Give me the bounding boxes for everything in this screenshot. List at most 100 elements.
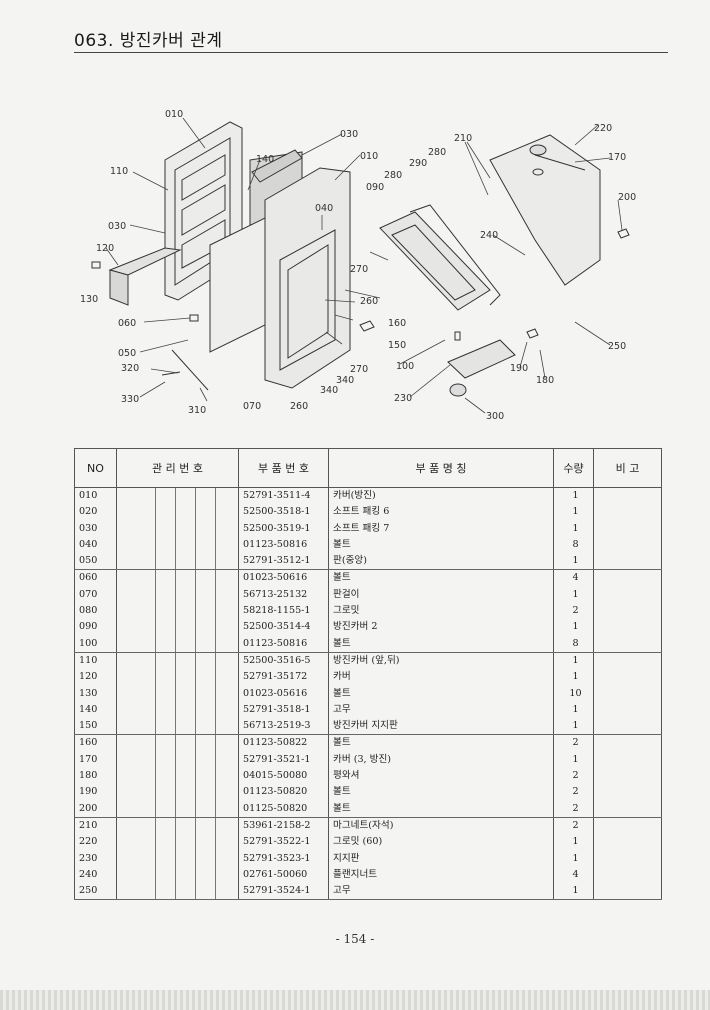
cell-no: 040 xyxy=(74,536,117,554)
cell-no: 190 xyxy=(74,784,117,801)
cell-part-name: 지지판 xyxy=(328,850,554,867)
cell-part-name: 고무 xyxy=(328,883,554,901)
cell-mgmt-no xyxy=(116,834,239,851)
cell-qty: 1 xyxy=(553,718,594,736)
cell-mgmt-no xyxy=(116,586,239,604)
callout-label: 280 xyxy=(384,170,402,181)
callout-label: 290 xyxy=(409,158,427,169)
cell-part-no: 01125-50820 xyxy=(238,800,329,818)
cell-part-name: 평와셔 xyxy=(328,768,554,785)
cell-qty: 1 xyxy=(553,883,594,901)
cell-qty: 2 xyxy=(553,603,594,620)
cell-no: 080 xyxy=(74,603,117,620)
exploded-parts-diagram: 010 030 110 140 030 120 130 010 040 090 … xyxy=(80,109,636,422)
cell-no: 030 xyxy=(74,520,117,537)
cell-part-name: 볼트 xyxy=(328,569,554,587)
callout-label: 270 xyxy=(350,264,368,275)
cell-part-name: 마그네트(자석) xyxy=(328,817,554,835)
cell-remark xyxy=(593,619,662,636)
cell-remark xyxy=(593,635,662,653)
cell-qty: 10 xyxy=(553,685,594,702)
cell-part-no: 52500-3518-1 xyxy=(238,504,329,521)
cell-qty: 1 xyxy=(553,520,594,537)
callout-label: 010 xyxy=(165,109,183,120)
header-part-name: 부 품 명 칭 xyxy=(328,448,554,488)
cell-part-name: 방진카버 2 xyxy=(328,619,554,636)
header-remark: 비 고 xyxy=(593,448,662,488)
cell-part-name: 고무 xyxy=(328,701,554,719)
callout-label: 330 xyxy=(121,394,139,405)
callout-label: 030 xyxy=(340,129,358,140)
cell-no: 070 xyxy=(74,586,117,604)
cell-remark xyxy=(593,768,662,785)
callout-label: 150 xyxy=(388,340,406,351)
callout-label: 130 xyxy=(80,294,98,305)
cell-part-name: 볼트 xyxy=(328,635,554,653)
callout-label: 040 xyxy=(315,203,333,214)
cell-no: 110 xyxy=(74,652,117,670)
cell-part-name: 소프트 패킹 7 xyxy=(328,520,554,537)
scan-edge xyxy=(0,990,710,1010)
cell-qty: 2 xyxy=(553,768,594,785)
cell-no: 220 xyxy=(74,834,117,851)
cell-qty: 1 xyxy=(553,751,594,769)
cell-remark xyxy=(593,504,662,521)
cell-remark xyxy=(593,817,662,835)
cell-mgmt-no xyxy=(116,652,239,670)
header-mgmt-no: 관 리 번 호 xyxy=(116,448,239,488)
cell-part-no: 56713-2519-3 xyxy=(238,718,329,736)
callout-label: 160 xyxy=(388,318,406,329)
callout-label: 010 xyxy=(360,151,378,162)
cell-qty: 1 xyxy=(553,553,594,571)
cell-qty: 1 xyxy=(553,652,594,670)
header-qty: 수량 xyxy=(553,448,594,488)
cell-mgmt-no xyxy=(116,751,239,769)
cell-remark xyxy=(593,520,662,537)
header-part-no: 부 품 번 호 xyxy=(238,448,329,488)
cell-mgmt-no xyxy=(116,536,239,554)
cell-remark xyxy=(593,784,662,801)
page-number: - 154 - xyxy=(335,932,375,946)
cell-part-name: 카버 xyxy=(328,669,554,686)
cell-remark xyxy=(593,701,662,719)
cell-qty: 1 xyxy=(553,669,594,686)
cell-no: 130 xyxy=(74,685,117,702)
cell-no: 140 xyxy=(74,701,117,719)
cell-remark xyxy=(593,718,662,736)
cell-remark xyxy=(593,603,662,620)
cell-part-name: 판걸이 xyxy=(328,586,554,604)
callout-label: 170 xyxy=(608,152,626,163)
cell-mgmt-no xyxy=(116,866,239,884)
cell-no: 090 xyxy=(74,619,117,636)
callout-label: 300 xyxy=(486,411,504,422)
cell-qty: 1 xyxy=(553,619,594,636)
cell-no: 250 xyxy=(74,883,117,901)
cell-part-name: 카버(방진) xyxy=(328,487,554,505)
cell-part-name: 플랜지너트 xyxy=(328,866,554,884)
cell-qty: 2 xyxy=(553,784,594,801)
cell-mgmt-no xyxy=(116,718,239,736)
cell-remark xyxy=(593,800,662,818)
cell-no: 210 xyxy=(74,817,117,835)
diagram-callouts: 010 030 110 140 030 120 130 010 040 090 … xyxy=(80,109,636,422)
cell-remark xyxy=(593,669,662,686)
cell-qty: 8 xyxy=(553,635,594,653)
cell-part-no: 52791-3522-1 xyxy=(238,834,329,851)
cell-remark xyxy=(593,553,662,571)
callout-label: 180 xyxy=(536,375,554,386)
cell-no: 200 xyxy=(74,800,117,818)
cell-remark xyxy=(593,569,662,587)
cell-remark xyxy=(593,850,662,867)
cell-remark xyxy=(593,652,662,670)
